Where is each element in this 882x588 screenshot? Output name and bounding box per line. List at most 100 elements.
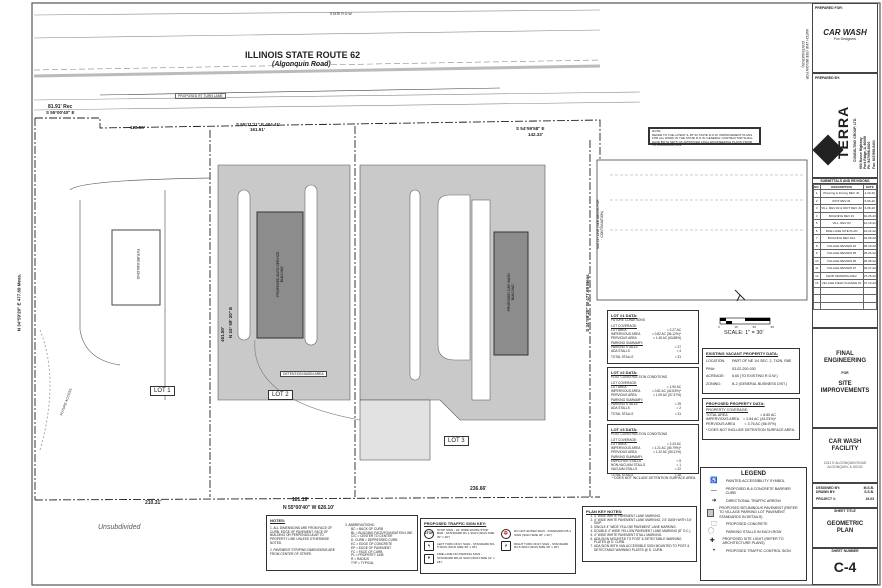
designed-by-label: DESIGNED BY: (816, 486, 841, 490)
legend-label: PROPOSED TRAFFIC CONTROL SIGN (726, 548, 791, 553)
revision-cell: 01-14-22 (862, 226, 878, 236)
revisions-title: SUBMITTALS AND REVISIONS (813, 179, 877, 185)
match-line-label: MATCH LINE (SEE ABOVE FOR CONTINUATION) (595, 199, 604, 250)
legend-label: PROPOSED B-6 CONCRETE BARRIER CURB (725, 486, 791, 496)
row-label: ADA STALLS (611, 406, 630, 411)
data-row: PIN#:03-02-200-030 (706, 367, 796, 371)
row-value: PART OF NE 1/4 SEC. 2, T42N, R8E (732, 359, 792, 364)
sign-description: LEFT TURN ONLY SIGN - STANDARD R3-5 SIGN… (437, 541, 495, 550)
drawn-by-value: S.S.B. (864, 490, 874, 495)
road-title: ILLINOIS STATE ROUTE 62 (245, 50, 361, 60)
sign-description: DO NOT ENTER SIGN - STANDARD R5-1 SIGN (… (514, 529, 572, 537)
revision-cell (862, 286, 878, 296)
abbreviation-item: BC = BACK OF CURB (351, 526, 383, 531)
notes-box: NOTES: 1. ALL DIMENSIONS ARE FROM FACE O… (266, 515, 418, 571)
project-number-value: 19-03 (865, 497, 874, 502)
property-lines (34, 117, 601, 501)
legend-label: PAINTED ACCESSIBILITY SYMBOL (726, 479, 785, 484)
road-linework (33, 9, 641, 111)
row-label: STATE R.O.W. (330, 12, 353, 16)
row-label: LOCATION: (706, 359, 726, 364)
parking-summary-title: PARKING SUMMARY: (611, 341, 643, 346)
abbreviation-item: EP = EDGE OF PAVEMENT (351, 545, 392, 550)
legend-label: DIRECTIONAL TRAFFIC ARROW (726, 498, 781, 503)
data-row: PERVIOUS AREA= 1.22 AC (50.21%) (611, 449, 695, 455)
project-title-line: FINAL (836, 351, 854, 357)
data-row: IMPERVIOUS AREA= 2.84 AC (43.03%)* (706, 417, 796, 421)
pavement-swatch-icon (707, 508, 715, 517)
auto-building-label: PROPOSED AUTO SERVICE BUILDING (275, 251, 284, 297)
data-row: IMPERVIOUS AREA= 1.21 AC (49.79%)* (611, 446, 695, 451)
abbreviation-item: R = RADIUS (351, 557, 369, 562)
drawn-by-label: DRAWN BY: (816, 490, 836, 495)
row-label: IMPERVIOUS AREA (706, 417, 740, 422)
row-value: = 1 (676, 463, 681, 468)
row-note-box: NOTE: REFER TO THE LATEST IL RT 62 STATE… (648, 127, 761, 147)
data-row: ADA STALLS= 2 (611, 406, 695, 411)
sheet-title-label: SHEET TITLE (834, 509, 856, 513)
row-value: = 1.22 AC (50.21%) (653, 449, 681, 454)
total-row: TOTAL STALLS= 31 (611, 355, 695, 360)
revision-cell: 5-06-20 (862, 196, 878, 206)
sign-key-item: ⛔DO NOT ENTER SIGN - STANDARD R5-1 SIGN … (501, 528, 572, 540)
legend-item: ✚PROPOSED SITE LIGHT (REFER TO ARCHITECT… (707, 537, 800, 546)
notes-title: NOTES: (270, 518, 286, 523)
row-value: = 1.90 AC (666, 384, 681, 389)
plan-key-title: PLAN KEY NOTES: (586, 509, 623, 514)
project-title-line: ENGINEERING (823, 358, 866, 364)
bearing-label: S 55°00'40" E (46, 110, 75, 115)
revision-cell: 12-15-21 (862, 219, 878, 228)
north-arrow-icon (734, 289, 746, 302)
revision-row (813, 301, 878, 311)
revision-header-cell: NO. (813, 184, 821, 191)
row-label: PERVIOUS AREA (706, 421, 736, 426)
lot-coverage-title: LOT COVERAGE: (611, 323, 637, 328)
lot-data-title: LOT #3 DATA: (611, 427, 638, 432)
row-value: = 2.27 AC (666, 327, 681, 332)
data-row: VACUUM STALLS= 22 (611, 467, 695, 472)
lot-data-subtitle: POST CONSTRUCTION CONDITIONS (611, 431, 668, 436)
sheet-number-label: SHEET NUMBER (831, 549, 859, 553)
row-value: = 5 (676, 459, 681, 464)
plan-key-item: 4" WIDE WHITE PAVEMENT LANE MARKING. (594, 514, 693, 519)
revision-cell: 04-05-22 (862, 234, 878, 243)
scale-tick: 15 (734, 325, 738, 329)
row-label: TOTAL STALLS (611, 473, 634, 478)
dimension-label: 128.55' (130, 125, 145, 130)
row-label: IMPERVIOUS AREA (611, 388, 641, 393)
proposed-coverage: PROPERTY COVERAGE: (706, 408, 749, 413)
data-row: TOTAL AREA= 6.60 AC (706, 413, 796, 417)
abbreviation-item: BL = BUILDING FACE/FOUNDATION LINE (351, 530, 413, 535)
legend-box: LEGEND ♿PAINTED ACCESSIBILITY SYMBOL—PRO… (700, 467, 807, 581)
prepared-by-block: PREPARED BY: TERRA CONSULTING GROUP, LTD… (812, 73, 878, 178)
row-value: B-2 (GENERAL BUSINESS DIST.) (732, 381, 787, 386)
lot-data-box: LOT #3 DATA:POST CONSTRUCTION CONDITIONS… (607, 424, 699, 477)
sheet-title: GEOMETRIC (826, 521, 864, 528)
parking-summary-title: PARKING SUMMARY: (611, 455, 643, 460)
revision-cell: VILLAGE REVIEW #5 (819, 249, 864, 258)
firm-subtitle: CONSULTING GROUP, LTD. (853, 117, 857, 162)
revision-cell: VILL. REV #3 (819, 219, 864, 228)
abbreviation-item: PL = PROPERTY LINE (351, 553, 384, 558)
revision-cell: VILL. REV #2 & IDOT REV. #2 (819, 204, 864, 213)
revision-cell: 06-08-22 (862, 256, 878, 266)
data-row: ZONING:B-2 (GENERAL BUSINESS DIST.) (706, 382, 796, 386)
legend-item: ⃝PARKING STALLS IN EACH ROW (707, 530, 800, 534)
carwash-building-label: PROPOSED CAR WASH BUILDING (506, 273, 515, 312)
abbreviation-item: EC = EDGE OF CONCRETE (351, 541, 393, 546)
site-address: ALGONQUIN, IL 60102 (827, 465, 863, 470)
legend-label: PROPOSED SITE LIGHT (REFER TO ARCHITECTU… (722, 537, 784, 546)
revision-cell: VILLAGE REVIEW #6 (819, 256, 864, 266)
data-row: PERVIOUS AREA= 3.76 AC (56.97%) (706, 422, 796, 426)
revision-cell: 05-19-22 (862, 241, 878, 251)
data-row: LOCATION: PART OF NE 1/4 SEC. 2, T42N, R8… (706, 359, 796, 363)
plan-key-item: 4" WIDE WHITE PAVEMENT LANE MARKING, 2.5… (594, 518, 693, 527)
abbreviation-item: TYP = TYPICAL (351, 560, 375, 565)
sign-key-title: PROPOSED TRAFFIC SIGN KEY: (424, 521, 487, 526)
